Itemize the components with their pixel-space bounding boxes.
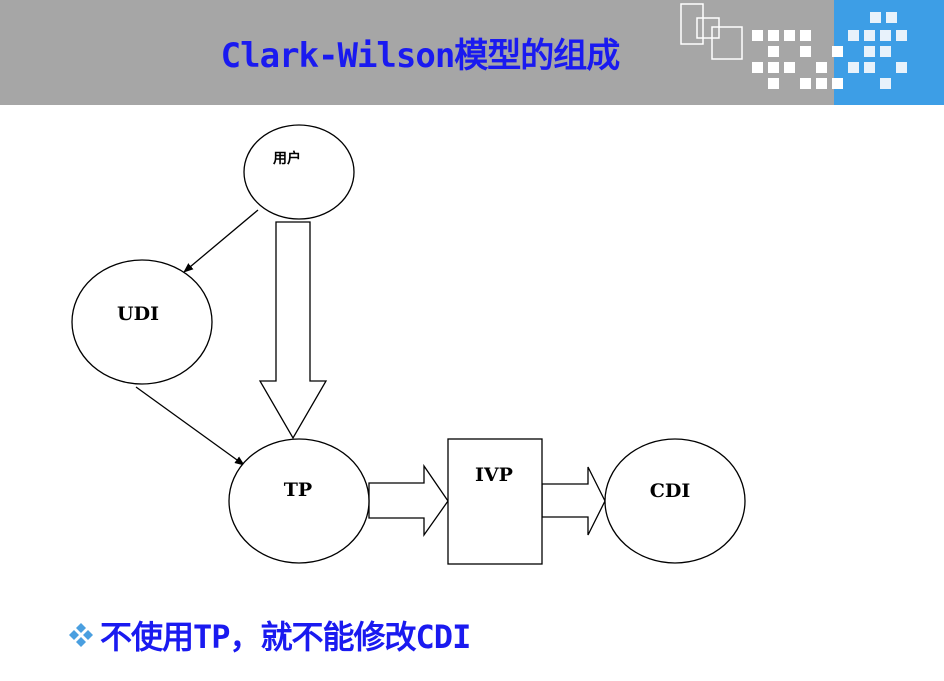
block-arrow-ivp-to-cdi bbox=[541, 466, 606, 536]
node-udi: UDI bbox=[71, 259, 213, 385]
deco-square bbox=[800, 78, 811, 89]
deco-square bbox=[800, 46, 811, 57]
deco-square bbox=[768, 30, 779, 41]
node-ivp-label: IVP bbox=[475, 464, 513, 486]
deco-square bbox=[816, 62, 827, 73]
arrow-user-to-udi bbox=[183, 209, 259, 273]
deco-square bbox=[848, 62, 859, 73]
deco-square bbox=[768, 78, 779, 89]
node-tp-label: TP bbox=[284, 479, 312, 501]
deco-square bbox=[832, 46, 843, 57]
slide-header bbox=[0, 0, 944, 105]
deco-square bbox=[864, 30, 875, 41]
node-cdi-label: CDI bbox=[650, 480, 691, 502]
deco-square bbox=[768, 62, 779, 73]
deco-square bbox=[880, 46, 891, 57]
deco-square bbox=[784, 30, 795, 41]
deco-square bbox=[896, 62, 907, 73]
header-decoration bbox=[680, 3, 907, 89]
deco-square bbox=[880, 30, 891, 41]
deco-square bbox=[816, 78, 827, 89]
deco-square bbox=[832, 78, 843, 89]
deco-square bbox=[752, 30, 763, 41]
node-cdi: CDI bbox=[604, 438, 746, 564]
block-arrow-user-to-tp bbox=[258, 221, 328, 440]
deco-square bbox=[800, 30, 811, 41]
deco-square bbox=[864, 46, 875, 57]
deco-square bbox=[848, 30, 859, 41]
node-tp: TP bbox=[228, 438, 370, 564]
deco-square bbox=[768, 46, 779, 57]
deco-square bbox=[886, 12, 897, 23]
deco-square bbox=[870, 12, 881, 23]
arrow-udi-to-tp bbox=[135, 386, 245, 466]
node-ivp: IVP bbox=[447, 438, 543, 565]
deco-square bbox=[880, 78, 891, 89]
node-user-label: 用户 bbox=[273, 150, 301, 167]
deco-square bbox=[784, 62, 795, 73]
node-udi-label: UDI bbox=[117, 303, 159, 325]
bullet-point: 不使用TP，就不能修改CDI bbox=[66, 612, 471, 658]
diamond-cluster-icon bbox=[69, 623, 93, 647]
deco-square bbox=[752, 62, 763, 73]
slide-title: Clark-Wilson模型的组成 bbox=[220, 36, 621, 76]
node-user: 用户 bbox=[243, 124, 355, 220]
deco-square bbox=[864, 62, 875, 73]
bullet-text: 不使用TP，就不能修改CDI bbox=[100, 618, 471, 656]
block-arrow-tp-to-ivp bbox=[368, 463, 449, 538]
square-pattern bbox=[752, 12, 907, 89]
clark-wilson-diagram: 用户 UDI TP IVP CDI bbox=[71, 124, 746, 565]
outline-squares bbox=[680, 3, 743, 60]
deco-square bbox=[896, 30, 907, 41]
